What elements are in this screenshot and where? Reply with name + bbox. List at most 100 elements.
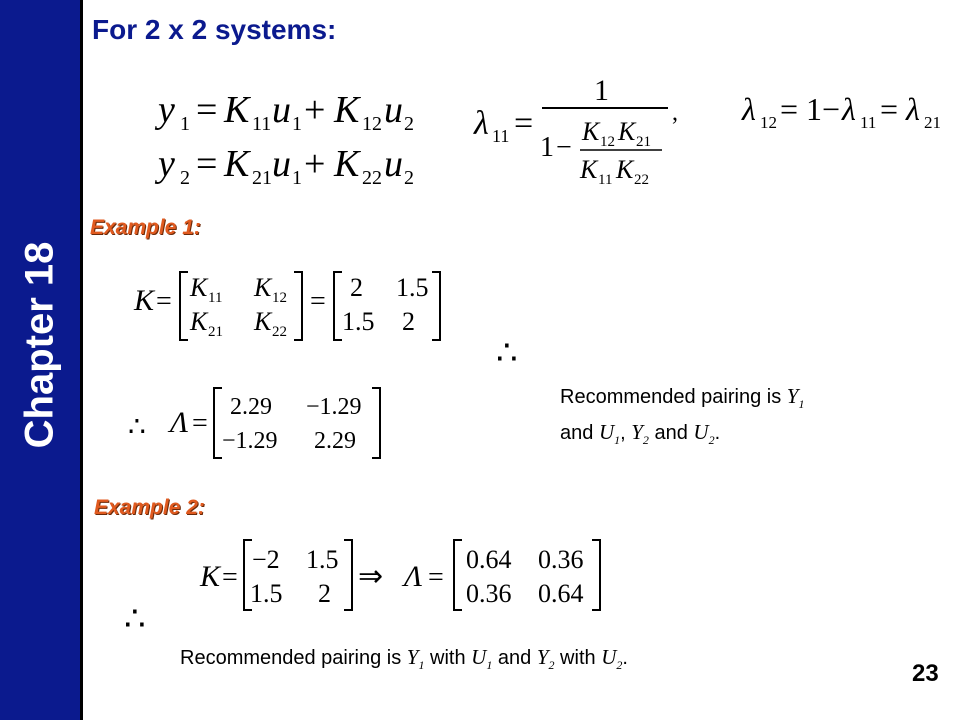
- svg-text:u: u: [384, 89, 403, 131]
- svg-text:0.36: 0.36: [538, 545, 584, 574]
- svg-text:21: 21: [208, 324, 223, 340]
- svg-text:2: 2: [404, 113, 414, 135]
- svg-text:u: u: [384, 143, 403, 185]
- svg-text:K: K: [223, 143, 251, 185]
- svg-text:K: K: [253, 273, 273, 302]
- svg-text:y: y: [154, 89, 175, 131]
- lambda11-formula: λ 11 = 1 , 1 − K 12 K 21 K 11 K 22: [473, 74, 678, 188]
- svg-text:K: K: [199, 560, 222, 593]
- svg-text:K: K: [617, 117, 637, 146]
- svg-text:K: K: [253, 307, 273, 336]
- example2-label: Example 2:: [94, 496, 205, 519]
- sidebar-divider: [80, 0, 83, 720]
- svg-text:11: 11: [208, 290, 222, 306]
- svg-text:2: 2: [350, 273, 363, 302]
- svg-text:=: =: [196, 143, 217, 185]
- recommendation-1: Recommended pairing is Y1 and U1, Y2 and…: [560, 384, 805, 447]
- svg-text:12: 12: [272, 290, 287, 306]
- svg-text:2.29: 2.29: [314, 428, 356, 454]
- recommendation-2: Recommended pairing is Y1 with U1 and Y2…: [180, 645, 628, 672]
- svg-text:,: ,: [672, 100, 678, 126]
- svg-text:K: K: [581, 117, 601, 146]
- svg-text:11: 11: [492, 126, 509, 146]
- therefore-icon: ∴: [124, 601, 146, 638]
- svg-text:u: u: [272, 89, 291, 131]
- svg-text:1.5: 1.5: [342, 307, 375, 336]
- svg-text:K: K: [133, 284, 156, 317]
- therefore-icon: ∴: [128, 412, 146, 443]
- svg-text:−: −: [556, 132, 572, 163]
- svg-text:=: =: [196, 89, 217, 131]
- svg-text:21: 21: [252, 167, 272, 189]
- svg-text:+: +: [304, 89, 325, 131]
- svg-text:=: =: [310, 286, 326, 317]
- svg-text:0.64: 0.64: [466, 545, 512, 574]
- svg-text:K: K: [333, 89, 361, 131]
- svg-text:22: 22: [634, 172, 649, 188]
- svg-text:2: 2: [318, 579, 331, 608]
- svg-text:λ: λ: [841, 91, 856, 127]
- example1-lambda-matrix: ∴ Λ = 2.29 −1.29 −1.29 2.29: [128, 387, 381, 459]
- svg-text:K: K: [333, 143, 361, 185]
- svg-text:21: 21: [636, 134, 651, 150]
- svg-text:λ: λ: [905, 91, 920, 127]
- svg-text:=: =: [780, 91, 798, 127]
- svg-text:22: 22: [362, 167, 382, 189]
- svg-text:1: 1: [180, 113, 190, 135]
- lambda12-formula: λ 12 = 1 − λ 11 = λ 21: [741, 91, 941, 132]
- example1-label: Example 1:: [90, 216, 201, 239]
- svg-text:1.5: 1.5: [250, 579, 283, 608]
- svg-text:λ: λ: [741, 91, 756, 127]
- svg-text:+: +: [304, 143, 325, 185]
- svg-text:1: 1: [292, 167, 302, 189]
- svg-text:0.36: 0.36: [466, 579, 512, 608]
- svg-text:=: =: [156, 286, 172, 317]
- svg-text:2: 2: [180, 167, 190, 189]
- svg-text:=: =: [428, 562, 444, 593]
- svg-text:K: K: [579, 155, 599, 184]
- svg-text:12: 12: [362, 113, 382, 135]
- equation-y1: y 1 = K 11 u 1 + K 12 u 2: [154, 89, 414, 135]
- equation-y2: y 2 = K 21 u 1 + K 22 u 2: [154, 143, 414, 189]
- svg-text:−2: −2: [252, 545, 280, 574]
- svg-text:1.5: 1.5: [396, 273, 429, 302]
- svg-text:λ: λ: [473, 105, 489, 142]
- svg-text:22: 22: [272, 324, 287, 340]
- svg-text:1.5: 1.5: [306, 545, 339, 574]
- svg-text:=: =: [222, 562, 238, 593]
- svg-text:y: y: [154, 143, 175, 185]
- svg-text:=: =: [880, 91, 898, 127]
- svg-text:u: u: [272, 143, 291, 185]
- svg-text:K: K: [223, 89, 251, 131]
- svg-text:K: K: [189, 307, 209, 336]
- svg-text:11: 11: [860, 113, 876, 132]
- svg-text:K: K: [189, 273, 209, 302]
- svg-text:11: 11: [598, 172, 612, 188]
- chapter-sidebar: [0, 0, 80, 720]
- svg-text:12: 12: [600, 134, 615, 150]
- svg-text:11: 11: [252, 113, 271, 135]
- implies-icon: ⇒: [358, 560, 383, 593]
- svg-text:1: 1: [540, 132, 554, 163]
- svg-text:−1.29: −1.29: [222, 428, 278, 454]
- slide-heading: For 2 x 2 systems:: [92, 14, 337, 45]
- svg-text:1: 1: [806, 91, 822, 127]
- svg-text:=: =: [514, 105, 533, 142]
- svg-text:2.29: 2.29: [230, 394, 272, 420]
- svg-text:2: 2: [402, 307, 415, 336]
- svg-text:0.64: 0.64: [538, 579, 584, 608]
- svg-text:2: 2: [404, 167, 414, 189]
- example2-matrices: K = −2 1.5 1.5 2 ⇒ Λ = 0.64 0.36 0.36 0.…: [199, 539, 601, 611]
- svg-text:−: −: [822, 91, 840, 127]
- example1-k-matrix: K = K 11 K 12 K 21 K 22 = 2 1.5 1.5 2: [133, 271, 441, 341]
- svg-text:K: K: [615, 155, 635, 184]
- svg-text:21: 21: [924, 113, 941, 132]
- svg-text:−1.29: −1.29: [306, 394, 362, 420]
- svg-text:Λ: Λ: [167, 406, 188, 439]
- svg-text:=: =: [192, 408, 208, 439]
- svg-text:1: 1: [292, 113, 302, 135]
- page-number: 23: [912, 660, 939, 687]
- svg-text:12: 12: [760, 113, 777, 132]
- therefore-icon: ∴: [496, 335, 518, 372]
